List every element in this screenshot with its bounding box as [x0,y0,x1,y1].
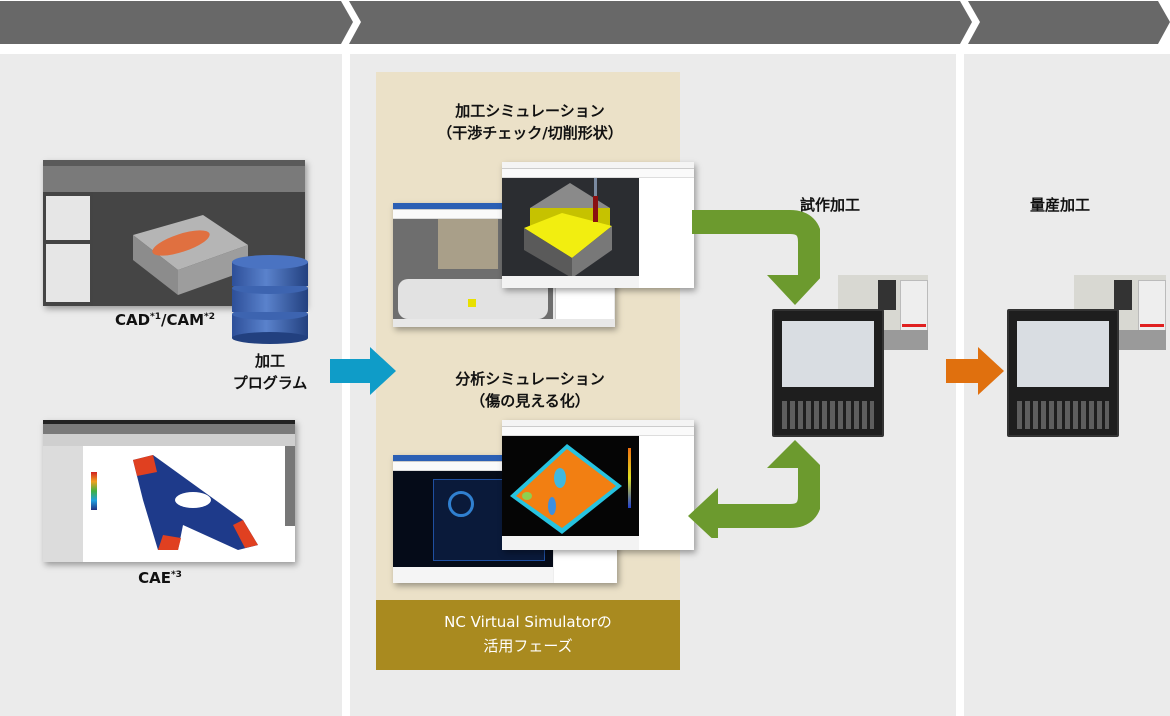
phase-band-line1: NC Virtual Simulatorの [444,613,612,631]
mold-part-render [133,215,248,295]
cae-screenshot [43,420,295,562]
arrow-trial-to-sim [688,440,820,538]
machining-program-label: 加工 プログラム [232,352,308,392]
machining-sim-window-front [502,162,694,288]
cnc-control-panel-trial [772,309,884,437]
arrow-trial-to-mass [946,347,1004,395]
chevron-stage-design [0,1,353,44]
cutting-shape-render [524,178,612,278]
arrow-sim-to-trial [692,210,820,305]
analysis-sim-window-front [502,420,694,550]
analysis-sim-heading: 分析シミュレーション （傷の見える化） [455,370,605,410]
cnc-control-panel-mass [1007,309,1119,437]
damage-visualization-render [510,444,631,534]
chevron-stage-mass [968,1,1170,44]
process-chevron-bar [0,1,1170,44]
cae-label: CAE*3 [138,569,182,587]
machining-sim-heading: 加工シミュレーション （干渉チェック/切削形状） [437,102,623,142]
chevron-stage-simulation-trial [349,1,972,44]
mass-production-title: 量産加工 [1029,196,1090,214]
trial-machining-title: 試作加工 [799,196,860,214]
phase-band-line2: 活用フェーズ [483,637,573,655]
cad-cam-screenshot [43,160,305,306]
cad-cam-label: CAD*1/CAM*2 [114,311,216,329]
nc-simulator-phase-band: NC Virtual Simulatorの 活用フェーズ [376,600,680,670]
database-icon [232,255,308,344]
arrow-to-simulation [330,347,396,395]
cae-stress-render [133,455,258,550]
